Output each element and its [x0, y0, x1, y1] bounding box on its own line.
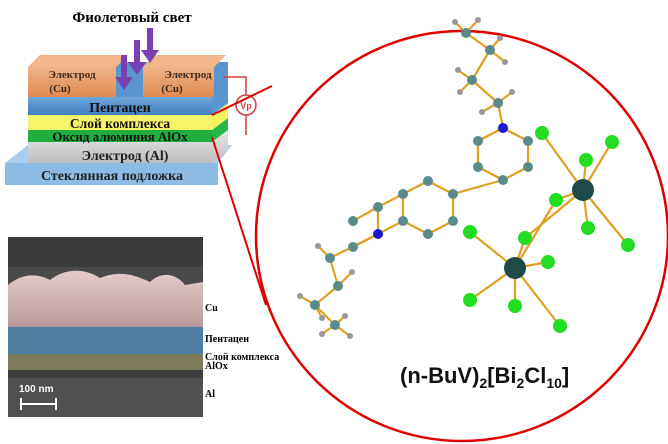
carbon-atom	[398, 216, 408, 226]
bond	[471, 49, 491, 81]
hydrogen-atom	[342, 313, 348, 319]
glass-label: Стеклянная подложка	[41, 169, 183, 184]
carbon-atom	[348, 242, 358, 252]
carbon-atom	[330, 320, 340, 330]
hydrogen-atom	[509, 89, 515, 95]
zoom-line-bottom	[211, 136, 267, 306]
chlorine-atom	[553, 319, 567, 333]
sem-label-cu: Cu	[205, 303, 218, 314]
arrow-down-icon	[115, 55, 133, 90]
device-stack	[5, 55, 257, 185]
sem-label-alox: AlOx	[205, 361, 228, 372]
cu-left-label-1: Электрод	[48, 69, 96, 81]
carbon-atom	[473, 136, 483, 146]
bond	[471, 79, 499, 104]
chlorine-atom	[541, 255, 555, 269]
carbon-atom	[523, 136, 533, 146]
arrow-down-icon	[128, 40, 146, 75]
cu-right-label-1: Электрод	[164, 69, 212, 81]
hydrogen-atom	[457, 89, 463, 95]
chlorine-atom	[605, 135, 619, 149]
carbon-atom	[493, 98, 503, 108]
chlorine-atom	[549, 193, 563, 207]
bond	[514, 199, 557, 269]
carbon-atom	[310, 300, 320, 310]
pentacene-label: Пентацен	[89, 101, 151, 116]
hydrogen-atom	[502, 59, 508, 65]
scale-bar	[20, 398, 57, 410]
carbon-atom	[398, 189, 408, 199]
chlorine-atom	[463, 293, 477, 307]
hydrogen-atom	[455, 67, 461, 73]
hydrogen-atom	[497, 35, 503, 41]
hydrogen-atom	[475, 17, 481, 23]
hydrogen-atom	[452, 19, 458, 25]
arrow-down-icon	[141, 28, 159, 63]
scale-bar-label: 100 nm	[19, 384, 54, 395]
bond	[541, 132, 584, 191]
nitrogen-atom	[373, 229, 383, 239]
light-arrows	[115, 28, 159, 90]
carbon-atom	[348, 216, 358, 226]
chlorine-atom	[535, 126, 549, 140]
molecule-atoms	[297, 17, 635, 339]
al-label: Электрод (Al)	[82, 149, 169, 164]
bismuth-atom	[572, 179, 594, 201]
chlorine-atom	[621, 238, 635, 252]
bond	[452, 178, 504, 196]
carbon-atom	[423, 176, 433, 186]
carbon-atom	[498, 175, 508, 185]
hydrogen-atom	[319, 315, 325, 321]
carbon-atom	[473, 162, 483, 172]
bond	[514, 267, 561, 327]
carbon-atom	[448, 189, 458, 199]
sem-image	[8, 237, 203, 417]
carbon-atom	[423, 229, 433, 239]
light-label: Фиолетовый свет	[72, 10, 192, 26]
hydrogen-atom	[479, 109, 485, 115]
carbon-atom	[467, 75, 477, 85]
carbon-atom	[333, 281, 343, 291]
chlorine-atom	[518, 231, 532, 245]
carbon-atom	[448, 216, 458, 226]
sem-label-complex: Слой комплекса	[205, 352, 279, 363]
carbon-atom	[373, 202, 383, 212]
zoom-line-top	[211, 85, 273, 116]
hydrogen-atom	[349, 269, 355, 275]
carbon-atom	[461, 28, 471, 38]
carbon-atom	[523, 162, 533, 172]
sem-label-al: Al	[205, 389, 215, 400]
hydrogen-atom	[315, 243, 321, 249]
hydrogen-atom	[347, 333, 353, 339]
bismuth-atom	[504, 257, 526, 279]
al-electrode	[28, 130, 228, 163]
bond	[582, 189, 629, 246]
chlorine-atom	[581, 221, 595, 235]
carbon-atom	[485, 45, 495, 55]
hydrogen-atom	[297, 293, 303, 299]
chlorine-atom	[463, 225, 477, 239]
hydrogen-atom	[319, 331, 325, 337]
chlorine-atom	[508, 299, 522, 313]
bond	[524, 189, 584, 239]
voltmeter-label: Vp	[240, 101, 252, 111]
carbon-atom	[325, 253, 335, 263]
complex-label: Слой комплекса	[70, 116, 170, 131]
sem-label-pentacene: Пентацен	[205, 334, 249, 345]
alox-label: Оксид алюминия AlOx	[52, 129, 188, 144]
molecule-formula: (n-BuV)2[Bi2Cl10]	[400, 363, 569, 391]
nitrogen-atom	[498, 123, 508, 133]
cu-right-label-2: (Cu)	[161, 83, 183, 95]
voltmeter-wire	[223, 76, 247, 95]
chlorine-atom	[579, 153, 593, 167]
cu-left-label-2: (Cu)	[49, 83, 71, 95]
